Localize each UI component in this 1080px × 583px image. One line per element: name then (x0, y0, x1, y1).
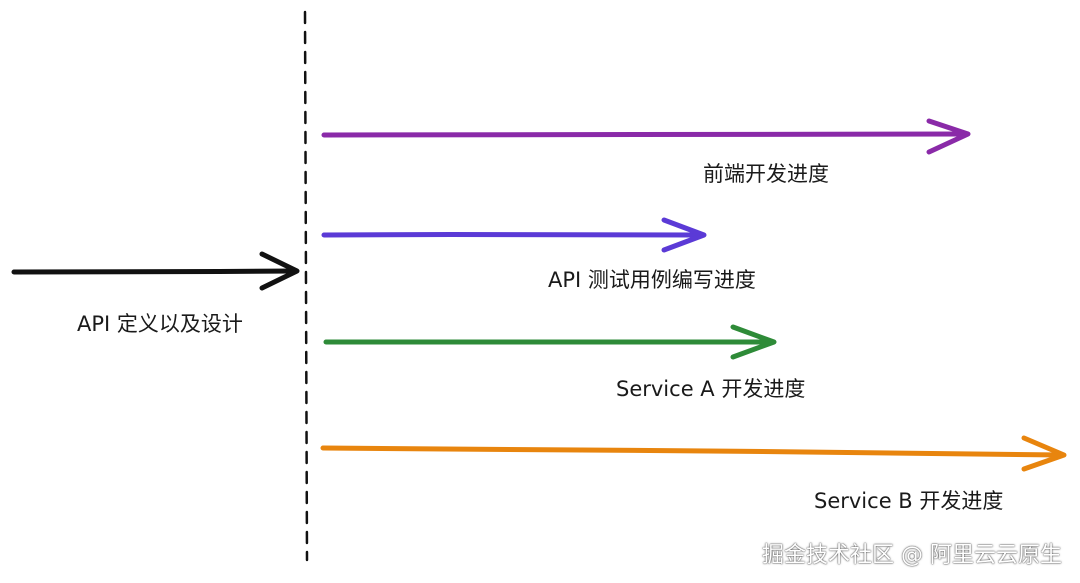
frontend-label: 前端开发进度 (703, 162, 829, 186)
milestone-arrow-shaft (11, 268, 298, 275)
watermark: 掘金技术社区 @ 阿里云云原生 (762, 543, 1062, 568)
frontend-arrow (321, 118, 971, 155)
api-test-arrow (321, 217, 707, 253)
milestone-label: API 定义以及设计 (77, 312, 243, 336)
service-b-label: Service B 开发进度 (814, 489, 1004, 513)
service-a-arrow-head (730, 324, 777, 360)
frontend-arrow-shaft (321, 131, 969, 138)
service-b-arrow-head (1021, 435, 1067, 472)
service-a-label: Service A 开发进度 (616, 377, 806, 401)
frontend-arrow-head (926, 118, 971, 155)
milestone-arrow-head (259, 251, 300, 291)
service-b-arrow-shaft (320, 445, 1065, 458)
service-a-arrow (323, 324, 777, 360)
milestone-arrow (11, 251, 300, 291)
api-test-label: API 测试用例编写进度 (548, 268, 756, 292)
api-test-arrow-head (661, 217, 707, 253)
service-b-arrow (320, 435, 1067, 472)
milestone-divider (303, 10, 309, 562)
